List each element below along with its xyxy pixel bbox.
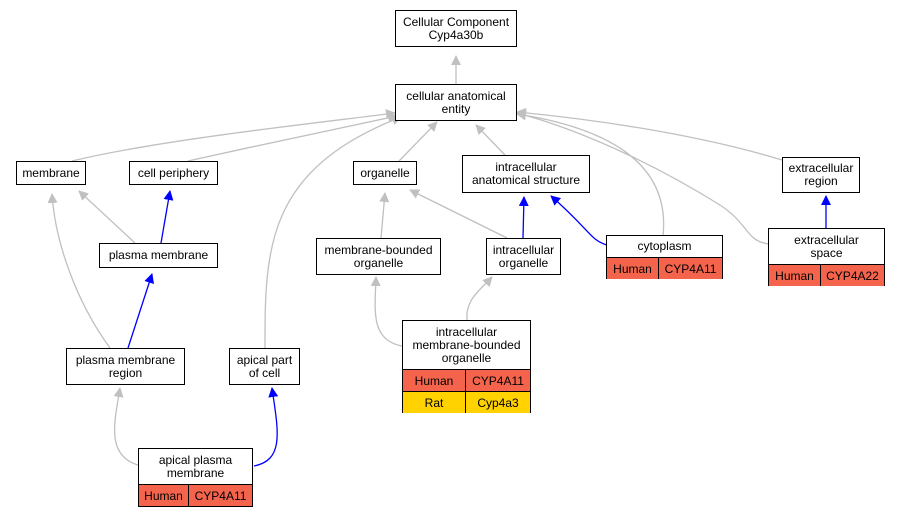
edge-apm-to-pmr [113,387,139,466]
edge-apc-to-cae [264,115,402,349]
node-cytoplasm[interactable]: cytoplasm Human CYP4A11 [606,235,723,279]
annotation-row: Human CYP4A11 [607,258,722,279]
gene-cell: CYP4A11 [194,488,247,503]
species-cell: Human [769,265,821,286]
edge-imbo-to-io [466,276,493,321]
edge-plasma-membrane-to-membrane [78,190,136,244]
species-cell: Human [403,370,466,391]
edge-ecs-to-ecr-gray [516,112,769,245]
node-apical-plasma-membrane-label: apical plasma membrane [139,449,252,485]
gene-cell: Cyp4a3 [477,395,519,410]
node-cellular-component[interactable]: Cellular Component Cyp4a30b [395,10,517,47]
edge-cell-periphery-to-cae [187,112,398,162]
node-extracellular-region[interactable]: extracellular region [782,157,860,193]
edge-imbo-to-mbo [370,276,403,347]
node-intracellular-anatomical-structure[interactable]: intracellular anatomical structure [462,155,590,193]
edge-membrane-to-cae [71,109,396,162]
gene-cell: CYP4A11 [472,373,524,388]
node-cell-periphery[interactable]: cell periphery [129,161,218,185]
node-cellular-anatomical-entity[interactable]: cellular anatomical entity [395,84,517,121]
gene-cell: CYP4A22 [826,268,879,283]
edge-plasma-membrane-to-cell-periphery [160,190,174,244]
species-cell: Human [139,485,189,506]
edge-mbo-to-organelle [379,192,390,239]
node-intracellular-membrane-bounded-organelle[interactable]: intracellular membrane-bounded organelle… [402,320,531,413]
annotation-row: Human CYP4A11 [139,485,252,506]
node-organelle[interactable]: organelle [353,161,417,185]
node-intracellular-organelle[interactable]: intracellular organelle [486,238,561,275]
edge-cytoplasm-to-ias [550,195,608,246]
annotation-row: Human CYP4A11 [403,370,530,392]
species-cell: Rat [403,392,466,413]
annotation-row: Human CYP4A22 [769,265,884,286]
edge-pmr-to-plasma-membrane [127,273,154,349]
annotation-row: Rat Cyp4a3 [403,392,530,413]
node-plasma-membrane-region[interactable]: plasma membrane region [66,348,185,385]
edge-io-to-ias [518,196,529,239]
node-plasma-membrane[interactable]: plasma membrane [99,243,218,268]
edge-apm-to-apc [253,387,279,467]
node-membrane[interactable]: membrane [16,161,86,185]
edge-ecr-to-cae [516,107,783,161]
node-apical-plasma-membrane[interactable]: apical plasma membrane Human CYP4A11 [138,448,253,507]
edge-pmr-to-membrane [47,193,111,349]
gene-cell: CYP4A11 [664,261,717,276]
node-extracellular-space-label: extracellular space [769,229,884,265]
node-imbo-label: intracellular membrane-bounded organelle [403,321,530,370]
edge-ias-to-cae [475,124,506,156]
node-membrane-bounded-organelle[interactable]: membrane-bounded organelle [316,238,441,275]
node-apical-part-of-cell[interactable]: apical part of cell [229,348,300,385]
edge-io-to-organelle [409,189,508,239]
edge-organelle-to-cae [398,121,438,162]
species-cell: Human [607,258,659,279]
node-extracellular-space[interactable]: extracellular space Human CYP4A22 [768,228,885,286]
node-cytoplasm-label: cytoplasm [607,236,722,258]
